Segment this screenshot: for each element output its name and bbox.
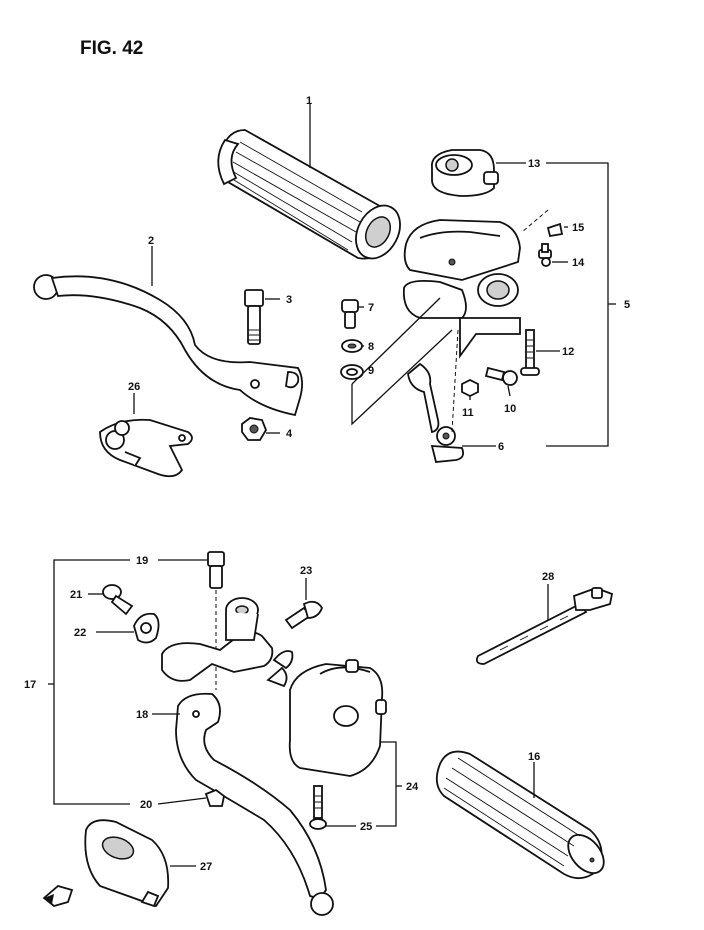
part-5-housing	[402, 209, 549, 359]
part-15-washer	[546, 222, 564, 238]
callout-labels: 1 2 3 4 5 6 7 8 9 10 11 12 13 14 15 16 1…	[24, 95, 630, 873]
part-8-lock-washer	[341, 339, 363, 353]
callout-20: 20	[140, 799, 152, 811]
part-12-screw	[520, 329, 540, 376]
callout-12: 12	[562, 346, 574, 358]
callout-13: 13	[528, 158, 540, 170]
front-arrow-mark	[42, 885, 74, 907]
part-2-lever	[33, 274, 303, 417]
callout-25: 25	[360, 821, 372, 833]
part-22-cap	[133, 612, 160, 644]
callout-5: 5	[624, 299, 630, 311]
callout-19: 19	[136, 555, 148, 567]
part-6-bracket	[407, 329, 465, 463]
part-26-bracket	[99, 418, 193, 478]
callout-2: 2	[148, 235, 154, 247]
part-25-screw	[309, 785, 327, 830]
callout-18: 18	[136, 709, 148, 721]
part-21-screw	[102, 584, 134, 616]
leader-lines-upper	[133, 104, 616, 447]
callout-28: 28	[542, 571, 554, 583]
callout-21: 21	[70, 589, 82, 601]
callout-8: 8	[368, 341, 374, 353]
part-17-perch	[161, 597, 294, 682]
callout-4: 4	[286, 428, 293, 440]
part-28-cable-tie	[475, 587, 614, 665]
callout-24: 24	[406, 781, 419, 793]
callout-6: 6	[498, 441, 504, 453]
callout-17: 17	[24, 679, 36, 691]
part-14-screw	[538, 243, 552, 267]
callout-16: 16	[528, 751, 540, 763]
part-20-nut	[204, 788, 225, 807]
callout-1: 1	[306, 95, 312, 107]
callout-11: 11	[462, 407, 474, 419]
part-13-switch	[430, 149, 499, 197]
callout-10: 10	[504, 403, 516, 415]
callout-23: 23	[300, 565, 312, 577]
part-9-washer	[340, 364, 364, 380]
part-11-nut	[461, 378, 479, 398]
part-18-lever	[175, 692, 334, 916]
callout-22: 22	[74, 627, 86, 639]
callout-26: 26	[128, 381, 140, 393]
callout-7: 7	[368, 302, 374, 314]
callout-15: 15	[572, 222, 584, 234]
part-7-screw	[341, 299, 359, 329]
callout-14: 14	[572, 257, 585, 269]
part-16-grip	[435, 750, 605, 880]
leader-lines-lower	[48, 559, 549, 867]
callout-9: 9	[368, 365, 374, 377]
part-24-housing	[266, 659, 387, 777]
part-19-bolt	[207, 551, 225, 690]
part-10-screw	[484, 366, 518, 386]
part-4-nut	[241, 417, 268, 441]
part-27-cover	[84, 819, 170, 908]
part-3-bolt	[244, 289, 264, 345]
callout-3: 3	[286, 294, 292, 306]
figure-title: FIG. 42	[80, 38, 143, 59]
part-23-screw	[284, 600, 324, 630]
part-1-grip	[217, 129, 401, 260]
callout-27: 27	[200, 861, 212, 873]
